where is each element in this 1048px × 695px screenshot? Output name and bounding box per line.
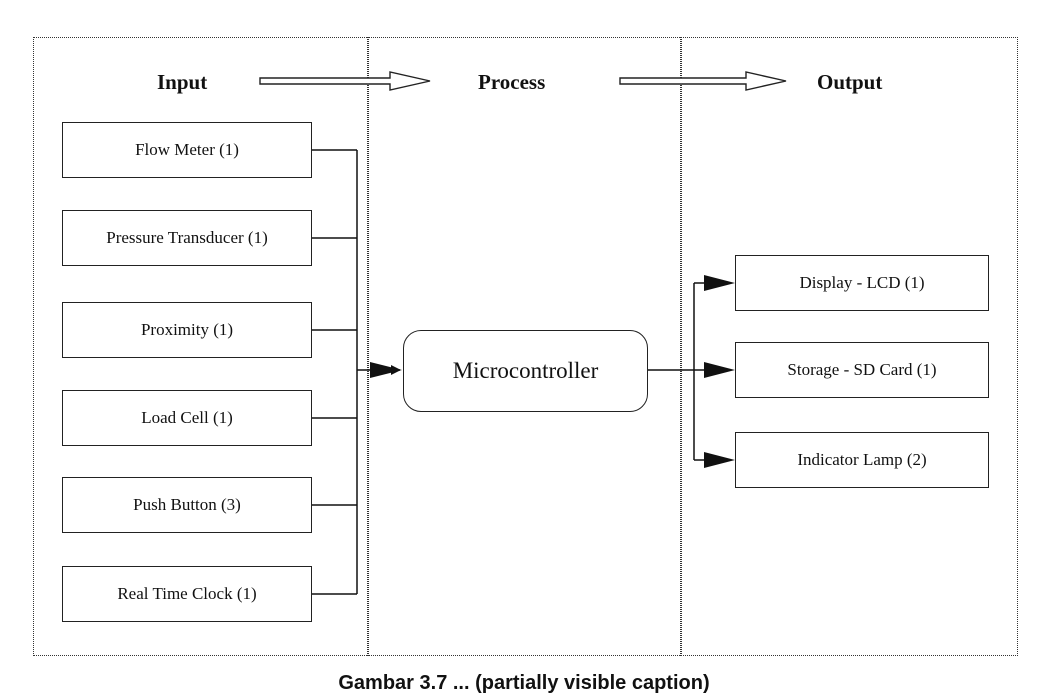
input-box-real-time-clock: Real Time Clock (1)	[62, 566, 312, 622]
output-heading: Output	[817, 70, 883, 94]
process-heading: Process	[478, 70, 546, 94]
input-box-pressure-transducer: Pressure Transducer (1)	[62, 210, 312, 266]
arrowhead-storage	[704, 362, 735, 378]
input-box-push-button: Push Button (3)	[62, 477, 312, 533]
output-box-display-lcd: Display - LCD (1)	[735, 255, 989, 311]
microcontroller-box: Microcontroller	[403, 330, 648, 412]
arrowhead-lamp	[704, 452, 735, 468]
input-box-proximity: Proximity (1)	[62, 302, 312, 358]
output-bus	[648, 282, 712, 461]
process-panel	[367, 37, 682, 656]
hollow-arrow-input-to-process	[259, 71, 431, 91]
output-panel	[680, 37, 1018, 656]
arrowhead-display	[704, 275, 735, 291]
output-box-storage-sd-card: Storage - SD Card (1)	[735, 342, 989, 398]
output-box-indicator-lamp: Indicator Lamp (2)	[735, 432, 989, 488]
input-heading: Input	[157, 70, 208, 94]
figure-caption: Gambar 3.7 ... (partially visible captio…	[338, 672, 710, 694]
input-box-flow-meter: Flow Meter (1)	[62, 122, 312, 178]
input-panel	[33, 37, 369, 656]
input-to-mc-arrowhead	[370, 362, 402, 378]
input-box-load-cell: Load Cell (1)	[62, 390, 312, 446]
hollow-arrow-process-to-output	[619, 71, 787, 91]
